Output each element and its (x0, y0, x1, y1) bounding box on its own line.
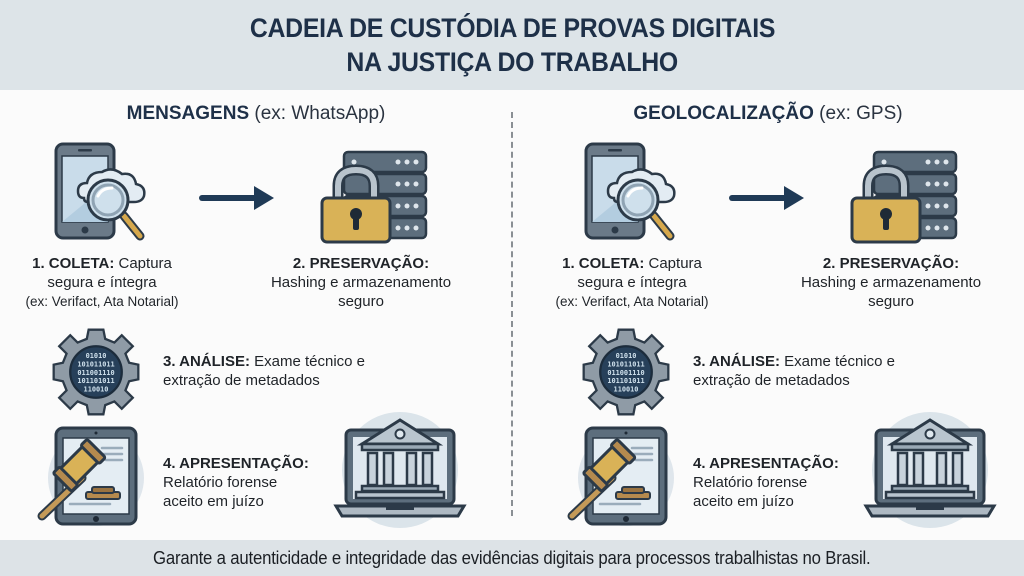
column-title: GEOLOCALIZAÇÃO (ex: GPS) (512, 102, 1024, 126)
laptop-courthouse-icon (330, 408, 470, 533)
tablet-gavel-icon (560, 416, 680, 531)
step-coleta: 1. COLETA: Captura segura e íntegra (ex:… (555, 255, 709, 309)
main-content: MENSAGENS (ex: WhatsApp) 1. COLETA: Capt… (0, 90, 1024, 540)
step-preservacao: 2. PRESERVAÇÃO: Hashing e armazenamento … (270, 255, 452, 310)
column-geolocalizacao: GEOLOCALIZAÇÃO (ex: GPS) 1. COLETA: Capt… (512, 90, 1024, 540)
laptop-courthouse-icon (860, 408, 1000, 533)
page-footer: Garante a autenticidade e integridade da… (0, 540, 1024, 576)
column-title: MENSAGENS (ex: WhatsApp) (0, 102, 512, 126)
step-preservacao: 2. PRESERVAÇÃO: Hashing e armazenamento … (800, 255, 982, 310)
column-title-example: (ex: WhatsApp) (249, 103, 386, 124)
tablet-gavel-icon (30, 416, 150, 531)
step-analise: 3. ANÁLISE: Exame técnico e extração de … (163, 353, 366, 389)
column-mensagens: MENSAGENS (ex: WhatsApp) 1. COLETA: Capt… (0, 90, 512, 540)
arrow-right-icon (728, 183, 808, 213)
column-title-bold: GEOLOCALIZAÇÃO (633, 103, 814, 124)
column-divider (511, 112, 513, 516)
title-line-2: NA JUSTIÇA DO TRABALHO (346, 47, 678, 77)
step-apresentacao: 4. APRESENTAÇÃO: Relatório forense aceit… (693, 455, 839, 510)
phone-cloud-magnifier-icon (42, 136, 162, 246)
step-analise: 3. ANÁLISE: Exame técnico e extração de … (693, 353, 896, 389)
step-apresentacao: 4. APRESENTAÇÃO: Relatório forense aceit… (163, 455, 309, 510)
arrow-right-icon (198, 183, 278, 213)
phone-cloud-magnifier-icon (572, 136, 692, 246)
page-header: CADEIA DE CUSTÓDIA DE PROVAS DIGITAIS NA… (0, 0, 1024, 90)
step-coleta: 1. COLETA: Captura segura e íntegra (ex:… (25, 255, 179, 309)
gear-binary-icon (50, 326, 142, 418)
column-title-bold: MENSAGENS (126, 103, 250, 124)
column-title-example: (ex: GPS) (813, 103, 903, 124)
server-padlock-icon (840, 146, 960, 246)
server-padlock-icon (310, 146, 430, 246)
title-line-1: CADEIA DE CUSTÓDIA DE PROVAS DIGITAIS (249, 13, 775, 43)
gear-binary-icon (580, 326, 672, 418)
footer-text: Garante a autenticidade e integridade da… (153, 547, 871, 568)
